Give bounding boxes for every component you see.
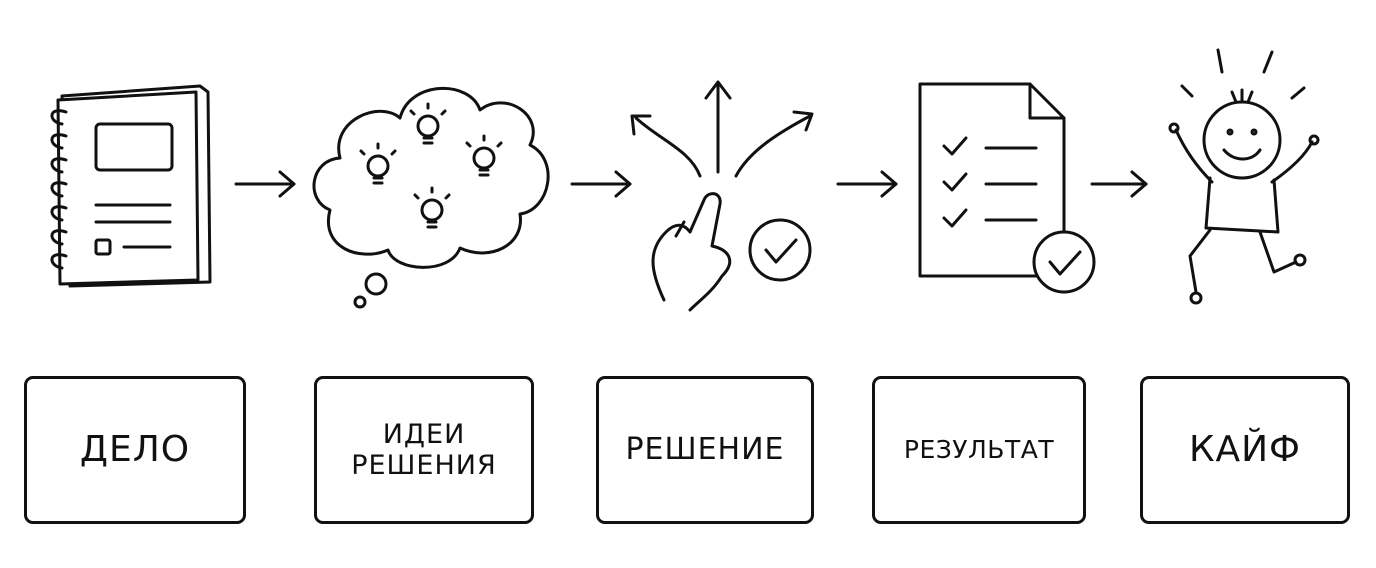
notebook-icon	[50, 84, 212, 288]
step-box-delo: ДЕЛО	[24, 376, 246, 524]
step-label-rezultat: РЕЗУЛЬТАТ	[903, 434, 1055, 464]
step-box-reshenie: РЕШЕНИЕ	[596, 376, 814, 524]
happy-person-icon	[1168, 48, 1320, 305]
choice-hand-icon	[630, 80, 814, 312]
step-box-kaif: КАЙФ	[1140, 376, 1350, 524]
step-label-idei: ИДЕИ	[382, 418, 466, 450]
checklist-document-icon	[918, 82, 1096, 294]
right-arrow-icon	[234, 170, 296, 198]
idea-cloud-icon	[312, 87, 550, 309]
step-label-resheniya: РЕШЕНИЯ	[351, 450, 497, 481]
step-box-idei-resheniya: ИДЕИ РЕШЕНИЯ	[314, 376, 534, 524]
right-arrow-icon	[836, 170, 898, 198]
step-label-kaif: КАЙФ	[1188, 429, 1302, 471]
step-box-rezultat: РЕЗУЛЬТАТ	[872, 376, 1086, 524]
right-arrow-icon	[1090, 170, 1148, 198]
right-arrow-icon	[570, 170, 632, 198]
step-label-delo: ДЕЛО	[79, 429, 191, 471]
step-label-reshenie: РЕШЕНИЕ	[625, 431, 785, 467]
